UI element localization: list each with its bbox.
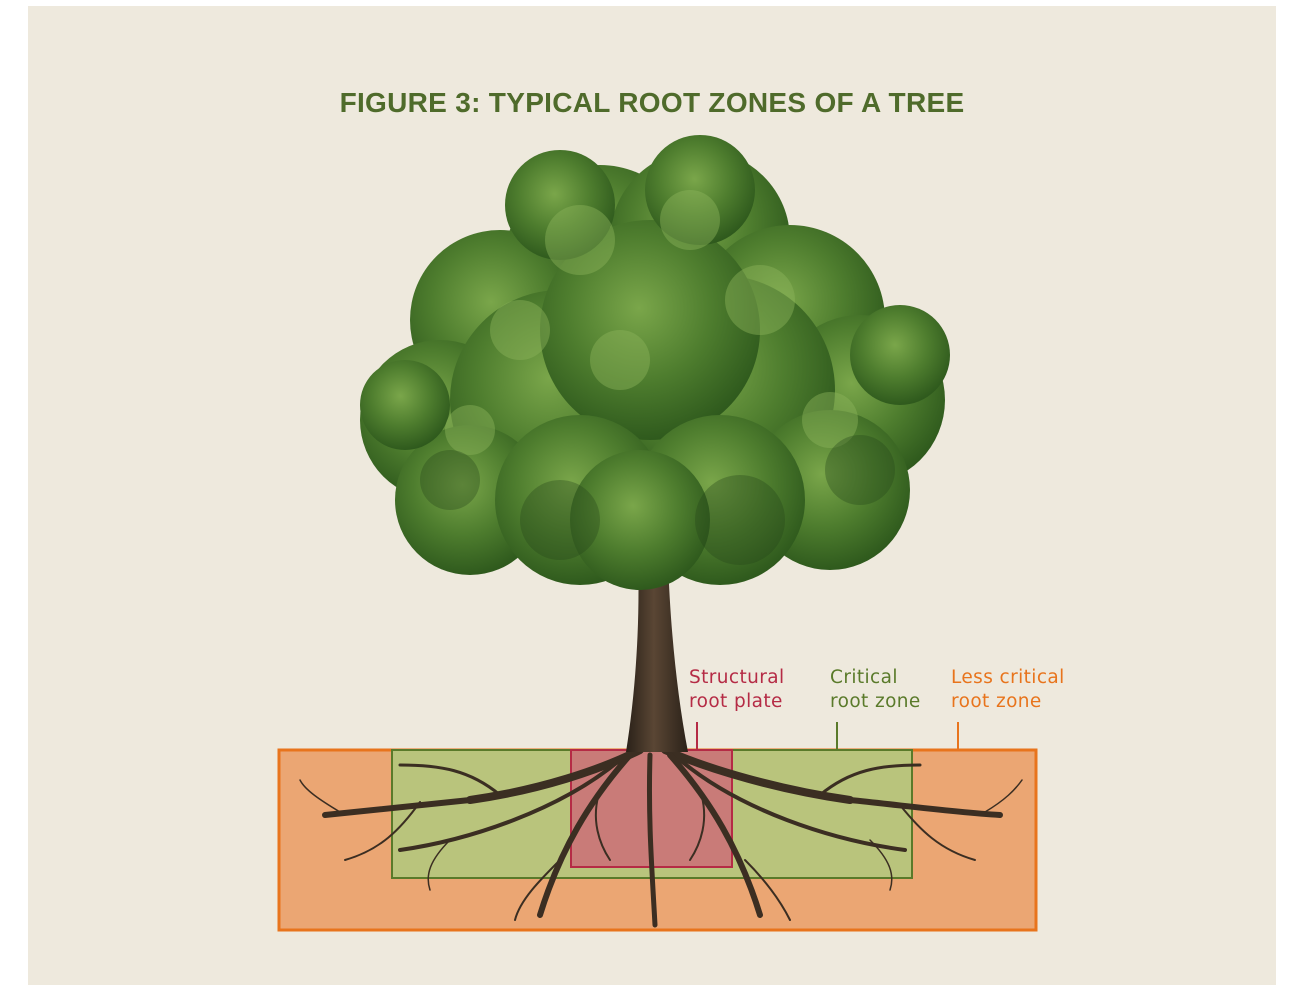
less-critical-label: Less critical root zone [951,667,1071,712]
structural-label: Structural root plate [689,667,791,712]
tree-canopy [360,135,950,590]
critical-label: Critical root zone [830,667,921,712]
